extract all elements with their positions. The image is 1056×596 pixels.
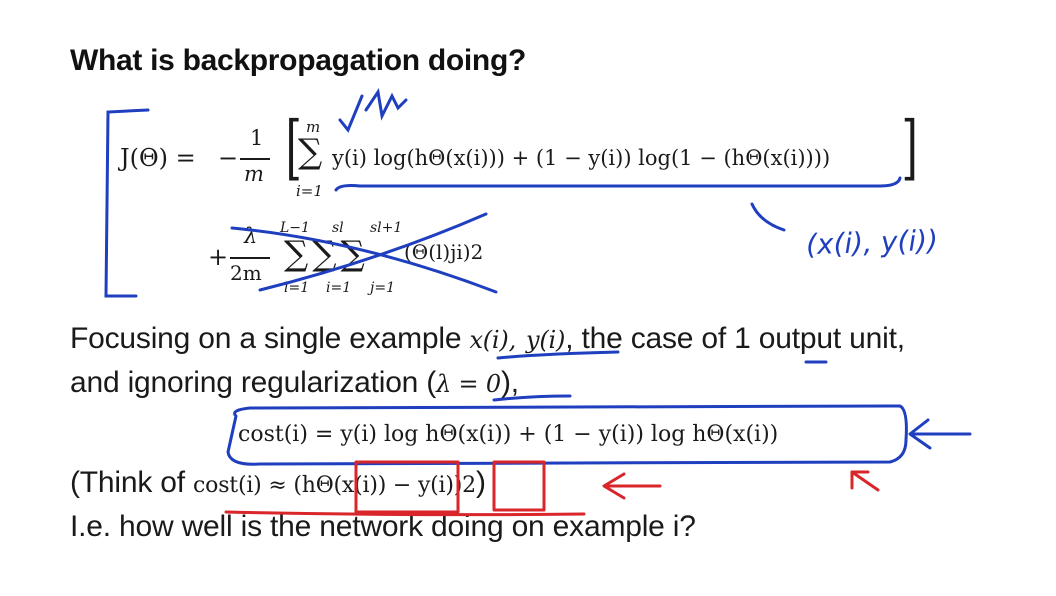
cost-function-minus: − (218, 144, 239, 172)
cost-function-frac-bar (240, 158, 270, 160)
focus-line-suffix: , the case of (565, 322, 735, 355)
slide-title: What is backpropagation doing? (70, 44, 527, 77)
ink-arrow-to-cost (908, 418, 972, 450)
regularization-line-math: λ = 0 (436, 370, 501, 398)
ink-crossout-2 (258, 212, 488, 292)
cost-function-lhs: J(Θ) = (120, 144, 196, 172)
regularization-sum-top-l: L−1 (280, 220, 310, 236)
regularization-sum-bottom-i: i=1 (326, 280, 352, 296)
ink-underline-body (334, 176, 902, 192)
focus-line-math-x: x(i), (469, 326, 517, 354)
ink-underline-example (496, 350, 620, 360)
cost-i-equation: cost(i) = y(i) log hΘ(x(i)) + (1 − y(i))… (238, 422, 779, 447)
ink-red-underline (224, 510, 586, 517)
focus-line-one: 1 (734, 322, 751, 355)
focus-line: Focusing on a single example x(i), y(i), … (70, 322, 905, 356)
ink-underline-lambda (492, 394, 572, 402)
regularization-term: (Θ(l)ji)2 (404, 240, 484, 264)
cost-function-frac-num: 1 (250, 126, 264, 150)
cost-function-sum-top: m (306, 118, 321, 136)
ink-check-scribble (338, 88, 408, 133)
regularization-line-prefix: and ignoring regularization ( (70, 366, 437, 399)
ink-left-bracket (104, 108, 150, 298)
regularization-sum-bottom-j: j=1 (370, 280, 395, 296)
think-line: (Think of cost(i) ≈ (hΘ(x(i)) − y(i))2) (70, 466, 486, 500)
ink-red-arrow-up (850, 470, 880, 492)
cost-function-sum-bottom: i=1 (296, 182, 323, 200)
regularization-frac-den: 2m (230, 261, 262, 285)
cost-function-bracket-open: [ (285, 106, 302, 188)
cost-function-frac-den: m (244, 162, 264, 186)
regularization-line: and ignoring regularization (λ = 0), (70, 366, 519, 400)
regularization-line-suffix: ), (500, 366, 519, 399)
ink-cost-box (226, 404, 908, 466)
regularization-frac-bar (230, 257, 270, 259)
regularization-sum-top-i: sl (332, 220, 344, 236)
focus-line-math-y: y(i) (526, 326, 566, 354)
think-line-math: cost(i) ≈ (hΘ(x(i)) − y(i))2 (193, 473, 476, 498)
regularization-plus: + (208, 243, 229, 271)
regularization-sum-bottom-l: l=1 (284, 280, 310, 296)
cost-function-sum-sign: ∑ (298, 132, 323, 172)
think-line-suffix: ) (475, 466, 486, 499)
cost-function-body: y(i) log(hΘ(x(i))) + (1 − y(i)) log(1 − … (332, 146, 831, 170)
ink-red-arrow-left (602, 472, 662, 500)
focus-line-suffix2: output unit, (750, 322, 905, 355)
cost-function-bracket-close: ] (901, 106, 918, 188)
ink-red-box-h (354, 460, 460, 514)
think-line-prefix: (Think of (70, 466, 194, 499)
regularization-sum-top-j: sl+1 (370, 220, 403, 236)
focus-line-prefix: Focusing on a single example (70, 322, 470, 355)
ink-pointer-stroke (750, 202, 786, 232)
ink-crossout-1 (230, 226, 498, 294)
ink-red-box-y (492, 460, 546, 512)
